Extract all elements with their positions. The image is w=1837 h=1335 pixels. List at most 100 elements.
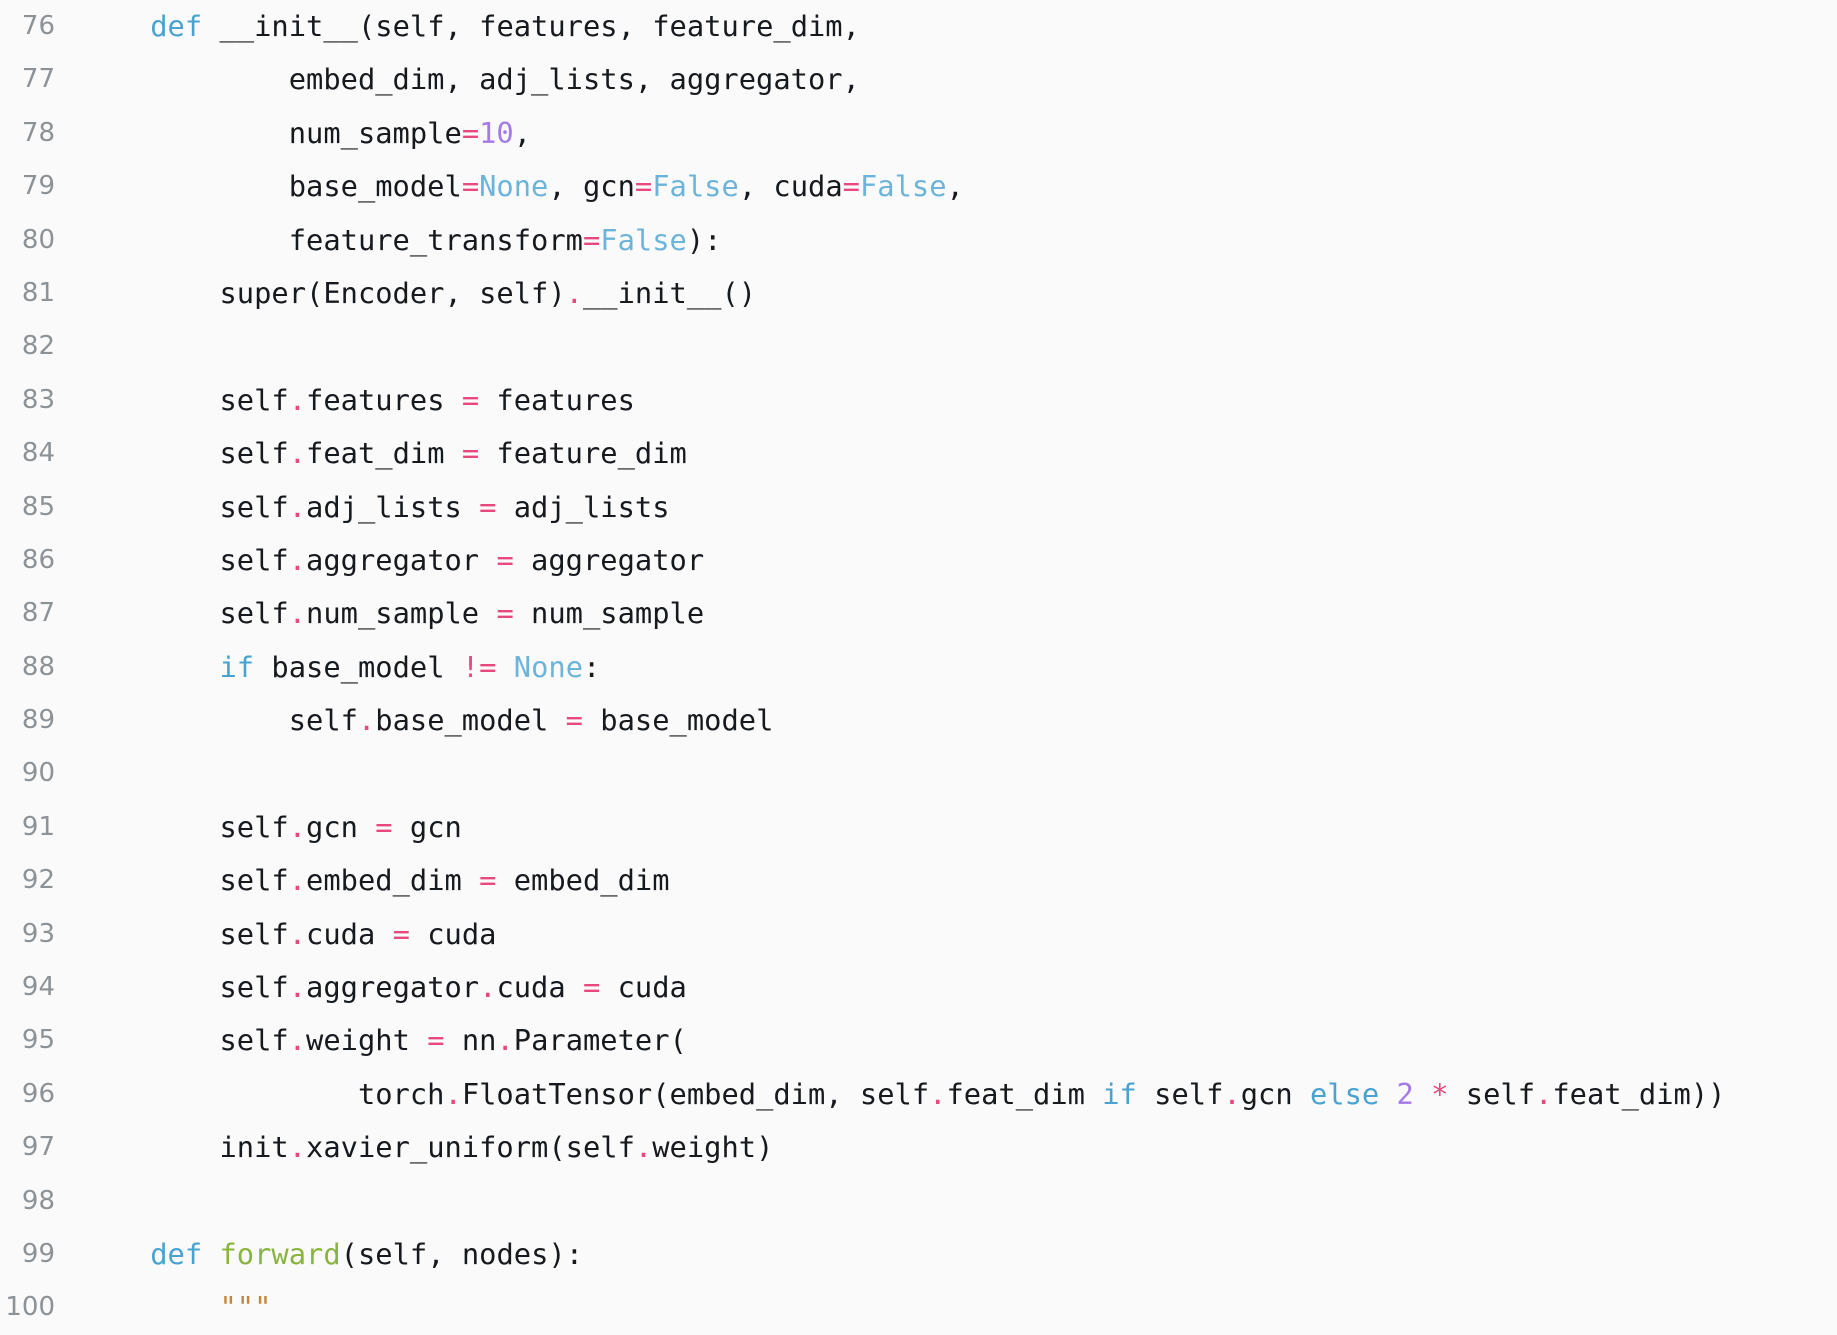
code-line: 93 self.cuda = cuda	[0, 908, 1837, 961]
token-plain: feat_dim	[946, 1076, 1103, 1111]
line-number[interactable]: 88	[21, 651, 55, 682]
token-operator: =	[461, 169, 480, 204]
line-number[interactable]: 100	[5, 1292, 55, 1323]
token-string: """	[219, 1290, 272, 1325]
token-plain: weight	[306, 1023, 428, 1058]
token-plain: base_model	[254, 649, 462, 684]
token-plain: self	[81, 542, 289, 577]
token-operator: !=	[461, 649, 497, 684]
token-operator: .	[496, 1023, 514, 1058]
token-operator: =	[461, 382, 480, 417]
line-number[interactable]: 89	[21, 705, 55, 736]
token-operator: .	[479, 970, 497, 1005]
line-number[interactable]: 80	[21, 224, 55, 255]
code-line-text: self.aggregator = aggregator	[81, 534, 704, 587]
token-operator: =	[565, 703, 583, 738]
token-operator: .	[1223, 1076, 1241, 1111]
token-constant: False	[600, 222, 687, 257]
line-number[interactable]: 93	[21, 918, 55, 949]
line-number[interactable]: 97	[21, 1132, 55, 1163]
line-number[interactable]: 96	[21, 1078, 55, 1109]
code-line-text: feature_transform=False):	[81, 214, 722, 267]
token-plain: self	[1136, 1076, 1224, 1111]
token-operator: =	[634, 169, 653, 204]
token-plain	[1414, 1077, 1431, 1111]
token-plain: :	[583, 649, 601, 684]
line-number[interactable]: 95	[21, 1025, 55, 1056]
token-plain: FloatTensor(embed_dim, self	[461, 1076, 930, 1111]
token-operator: =	[582, 970, 601, 1005]
line-number[interactable]: 94	[21, 972, 55, 1003]
token-plain: torch	[81, 1076, 445, 1111]
line-number[interactable]: 82	[21, 331, 55, 362]
token-plain: features	[306, 382, 462, 417]
token-plain: self	[81, 436, 289, 471]
code-line-text: base_model=None, gcn=False, cuda=False,	[81, 160, 964, 213]
line-number[interactable]: 84	[21, 438, 55, 469]
line-number[interactable]: 76	[21, 11, 55, 41]
token-plain	[202, 1237, 219, 1271]
line-number[interactable]: 90	[21, 758, 55, 789]
code-line: 84 self.feat_dim = feature_dim	[0, 427, 1837, 480]
token-constant: False	[652, 169, 739, 204]
code-line-text: torch. FloatTensor(embed_dim, self. feat_d…	[81, 1068, 1726, 1121]
token-plain	[81, 650, 219, 684]
line-number[interactable]: 92	[21, 865, 55, 896]
line-number[interactable]: 99	[21, 1238, 55, 1269]
code-line: 90	[0, 747, 1837, 800]
code-line-text: self.num_sample = num_sample	[81, 587, 704, 640]
code-line: 91 self.gcn = gcn	[0, 801, 1837, 854]
token-operator: =	[496, 596, 514, 631]
code-line: 95 self.weight = nn.Parameter(	[0, 1014, 1837, 1067]
token-plain: feature_dim	[479, 436, 687, 471]
token-plain: features	[479, 382, 635, 417]
token-keyword: if	[219, 649, 255, 684]
token-plain	[1379, 1077, 1396, 1111]
code-line-text: def __init__(self, features, feature_dim…	[81, 0, 860, 53]
token-plain: embed_dim, adj_lists, aggregator,	[81, 62, 860, 97]
code-line: 88 if base_model != None:	[0, 641, 1837, 694]
token-number: 10	[479, 115, 514, 150]
line-number[interactable]: 77	[21, 64, 55, 95]
token-keyword: else	[1309, 1076, 1380, 1111]
line-number[interactable]: 83	[21, 384, 55, 415]
token-operator: .	[634, 1130, 653, 1165]
code-line: 100 """	[0, 1281, 1837, 1334]
code-line: 79 base_model=None, gcn=False, cuda=Fals…	[0, 160, 1837, 213]
token-plain: self	[81, 489, 289, 524]
code-line: 82	[0, 320, 1837, 373]
token-plain: Parameter(	[513, 1023, 687, 1058]
token-operator: .	[1535, 1076, 1553, 1111]
token-plain: self	[81, 382, 289, 417]
line-number[interactable]: 78	[21, 117, 55, 148]
token-plain: cuda	[496, 970, 583, 1005]
token-keyword: if	[1102, 1076, 1137, 1111]
token-operator: .	[565, 275, 583, 310]
line-number[interactable]: 98	[21, 1185, 55, 1216]
code-line: 99 def forward(self, nodes):	[0, 1228, 1837, 1281]
code-line-text: self.embed_dim = embed_dim	[81, 854, 670, 907]
line-number[interactable]: 91	[21, 811, 55, 842]
code-line-text: self.gcn = gcn	[81, 801, 462, 854]
code-line-text: if base_model != None:	[81, 641, 600, 694]
token-operator: .	[288, 1023, 307, 1058]
token-plain	[81, 9, 150, 43]
line-number[interactable]: 79	[21, 171, 55, 202]
code-line-text: embed_dim, adj_lists, aggregator,	[81, 53, 860, 106]
line-number[interactable]: 85	[21, 491, 55, 522]
token-operator: .	[288, 970, 307, 1005]
token-plain: self	[81, 863, 289, 898]
token-plain: gcn	[392, 809, 462, 844]
token-plain: self	[81, 916, 289, 951]
line-number[interactable]: 87	[21, 598, 55, 629]
code-line: 98	[0, 1175, 1837, 1228]
token-plain: self	[81, 1023, 289, 1058]
token-plain: embed_dim	[496, 863, 670, 898]
token-plain: gcn	[306, 809, 376, 844]
line-number[interactable]: 86	[21, 544, 55, 575]
line-number[interactable]: 81	[21, 277, 55, 308]
token-operator: .	[288, 542, 307, 577]
code-line: 76 def __init__(self, features, feature_…	[0, 0, 1837, 53]
